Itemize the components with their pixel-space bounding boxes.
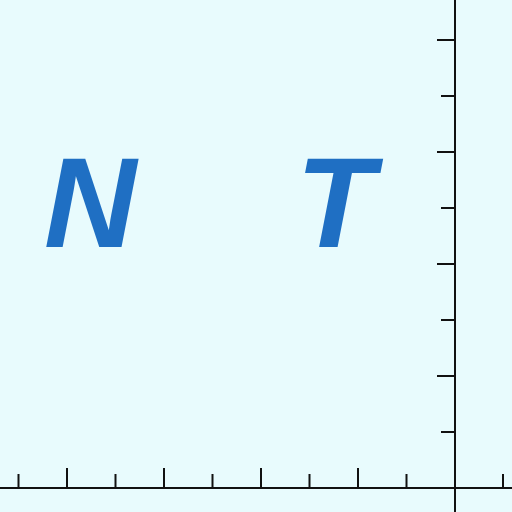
- axis-ticks: [17, 39, 504, 488]
- letter-n: N: [44, 132, 137, 275]
- letter-t: T: [296, 132, 375, 275]
